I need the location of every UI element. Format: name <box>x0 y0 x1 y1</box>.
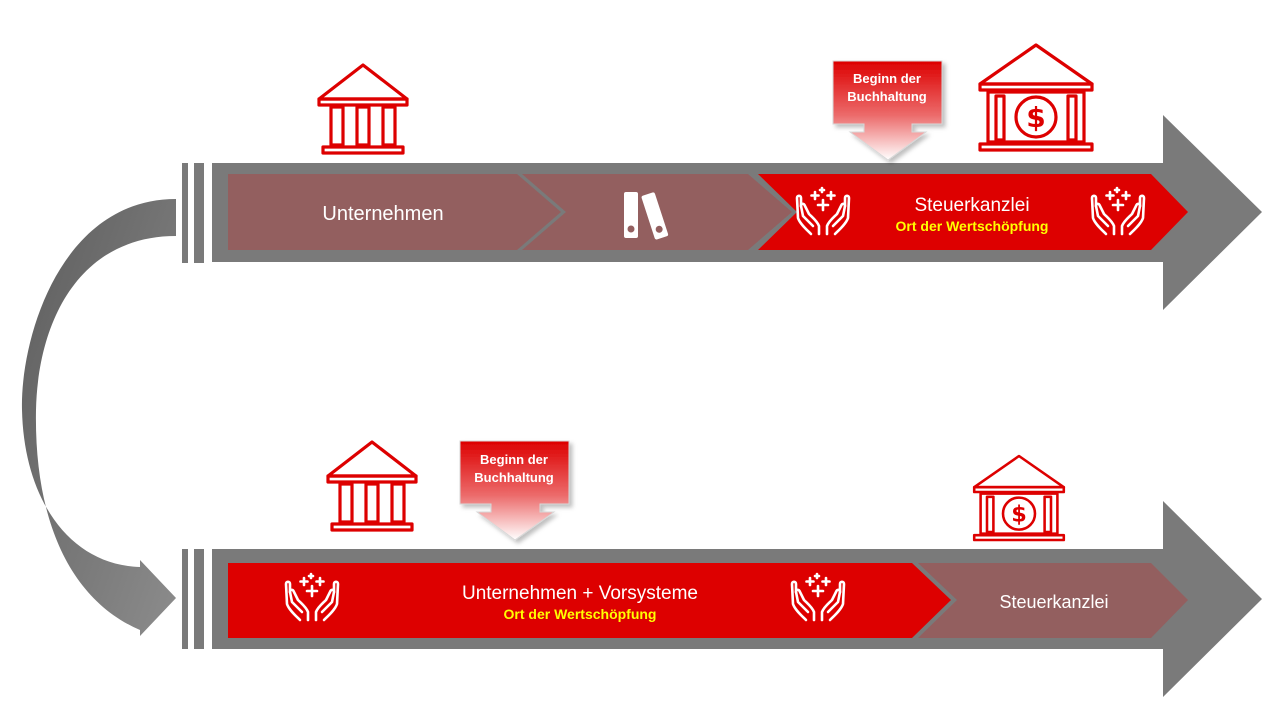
bottom-segment-1-subtitle: Ort der Wertschöpfung <box>504 606 657 622</box>
top-segment-1-label: Unternehmen <box>322 203 443 225</box>
top-callout <box>832 60 943 161</box>
bank-icon <box>326 440 418 532</box>
binder-icon <box>624 192 669 240</box>
bottom-callout-line1: Beginn der <box>480 452 548 467</box>
top-segment-unternehmen <box>228 174 561 250</box>
top-segment-3-title: Steuerkanzlei <box>914 195 1029 216</box>
bank-dollar-icon <box>972 454 1066 542</box>
bottom-flow: Unternehmen + Vorsysteme Ort der Wertsch… <box>182 440 1262 697</box>
top-callout-line2: Buchhaltung <box>847 89 926 104</box>
bottom-segment-2-label: Steuerkanzlei <box>999 592 1108 612</box>
bank-icon <box>317 63 409 155</box>
bottom-callout <box>459 440 570 541</box>
top-callout-line1: Beginn der <box>853 71 921 86</box>
curved-arrow-icon <box>21 199 176 636</box>
bottom-callout-line2: Buchhaltung <box>474 470 553 485</box>
bottom-segment-unternehmen <box>228 563 951 638</box>
bank-dollar-icon <box>978 43 1094 152</box>
top-segment-3-subtitle: Ort der Wertschöpfung <box>896 218 1049 234</box>
bottom-segment-steuerkanzlei <box>918 563 1188 638</box>
top-segment-steuerkanzlei <box>758 174 1188 250</box>
bottom-segment-1-title: Unternehmen + Vorsysteme <box>462 583 698 604</box>
top-flow: Unternehmen Steuerkanzlei Ort der Wertsc… <box>182 43 1262 310</box>
